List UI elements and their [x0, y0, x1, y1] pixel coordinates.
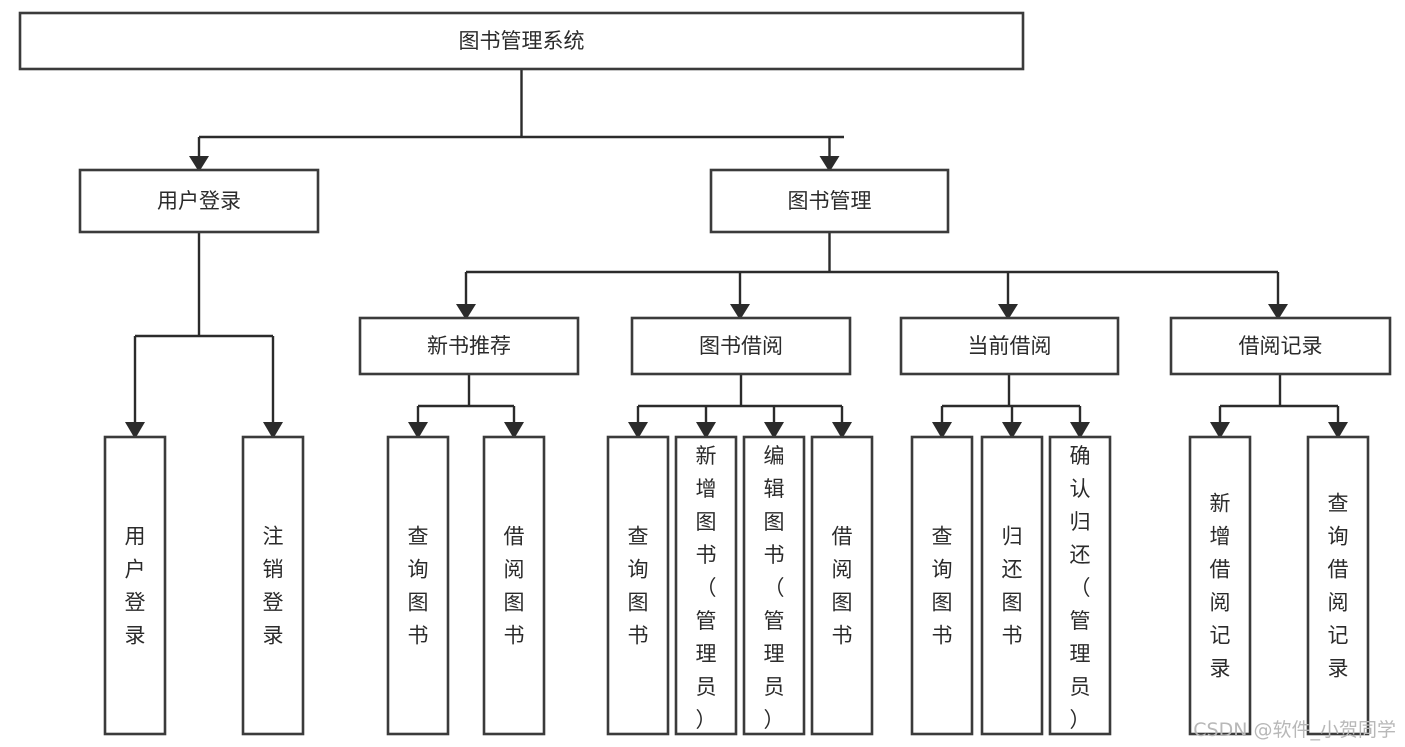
node-leaf-query-record[interactable]: 查询借阅记录: [1306, 435, 1370, 736]
node-box-leaf-add-book[interactable]: [674, 435, 738, 736]
node-label-new-book-recommend: 新书推荐: [427, 334, 511, 358]
node-book-manage[interactable]: 图书管理: [709, 168, 950, 234]
node-label-user-login: 用户登录: [157, 189, 241, 213]
arrow-leaf-borrow-book-1: [504, 422, 524, 439]
node-box-leaf-query-record[interactable]: [1306, 435, 1370, 736]
node-label-leaf-add-book: 新增图书（管理员）: [696, 444, 717, 732]
node-leaf-add-book[interactable]: 新增图书（管理员）: [674, 435, 738, 736]
node-box-leaf-borrow-book-1[interactable]: [482, 435, 546, 736]
arrow-leaf-edit-book: [764, 422, 784, 439]
arrow-leaf-confirm-return: [1070, 422, 1090, 439]
node-box-leaf-confirm-return[interactable]: [1048, 435, 1112, 736]
arrow-to-user-login: [189, 156, 209, 172]
node-box-leaf-query-book-3[interactable]: [910, 435, 974, 736]
node-leaf-edit-book[interactable]: 编辑图书（管理员）: [742, 435, 806, 736]
arrow-leaf-user-login: [125, 422, 145, 439]
node-box-new-book-recommend[interactable]: [358, 316, 580, 376]
node-box-leaf-user-login[interactable]: [103, 435, 167, 736]
node-leaf-query-book-1[interactable]: 查询图书: [386, 435, 450, 736]
csdn-watermark: CSDN @软件_小贺同学: [1193, 719, 1396, 741]
node-box-root[interactable]: [18, 11, 1025, 71]
arrow-leaf-logout: [263, 422, 283, 439]
node-leaf-logout[interactable]: 注销登录: [241, 435, 305, 736]
node-leaf-add-record[interactable]: 新增借阅记录: [1188, 435, 1252, 736]
node-label-leaf-add-record: 新增借阅记录: [1210, 492, 1231, 681]
node-box-borrow-record[interactable]: [1169, 316, 1392, 376]
node-label-leaf-logout: 注销登录: [263, 525, 284, 648]
arrow-leaf-query-book-1: [408, 422, 428, 439]
node-box-leaf-query-book-2[interactable]: [606, 435, 670, 736]
node-label-leaf-return-book: 归还图书: [1002, 525, 1023, 648]
node-label-root: 图书管理系统: [459, 29, 585, 53]
node-box-leaf-logout[interactable]: [241, 435, 305, 736]
node-user-login[interactable]: 用户登录: [78, 168, 320, 234]
node-box-leaf-add-record[interactable]: [1188, 435, 1252, 736]
node-current-borrow[interactable]: 当前借阅: [899, 316, 1120, 376]
node-borrow-record[interactable]: 借阅记录: [1169, 316, 1392, 376]
node-label-leaf-confirm-return: 确认归还（管理员）: [1070, 444, 1091, 732]
node-label-leaf-query-book-3: 查询图书: [932, 525, 953, 648]
node-label-book-borrow: 图书借阅: [699, 334, 783, 358]
node-box-book-borrow[interactable]: [630, 316, 852, 376]
node-leaf-borrow-book-1[interactable]: 借阅图书: [482, 435, 546, 736]
node-book-borrow[interactable]: 图书借阅: [630, 316, 852, 376]
arrow-leaf-add-book: [696, 422, 716, 439]
node-label-leaf-borrow-book-1: 借阅图书: [504, 525, 525, 648]
arrow-to-book-borrow: [730, 304, 750, 320]
node-box-leaf-return-book[interactable]: [980, 435, 1044, 736]
node-leaf-query-book-2[interactable]: 查询图书: [606, 435, 670, 736]
arrow-to-current-borrow: [998, 304, 1018, 320]
node-label-current-borrow: 当前借阅: [968, 334, 1052, 358]
node-box-leaf-query-book-1[interactable]: [386, 435, 450, 736]
node-box-user-login[interactable]: [78, 168, 320, 234]
node-leaf-confirm-return[interactable]: 确认归还（管理员）: [1048, 435, 1112, 736]
node-label-leaf-edit-book: 编辑图书（管理员）: [764, 444, 785, 732]
node-label-leaf-borrow-book-2: 借阅图书: [832, 525, 853, 648]
arrow-leaf-query-book-2: [628, 422, 648, 439]
node-label-leaf-query-record: 查询借阅记录: [1328, 492, 1349, 681]
node-box-current-borrow[interactable]: [899, 316, 1120, 376]
node-layer: 图书管理系统用户登录图书管理新书推荐图书借阅当前借阅借阅记录用户登录注销登录查询…: [18, 11, 1392, 736]
node-leaf-return-book[interactable]: 归还图书: [980, 435, 1044, 736]
arrow-to-borrow-record: [1268, 304, 1288, 320]
node-label-leaf-user-login: 用户登录: [125, 525, 146, 648]
node-label-borrow-record: 借阅记录: [1239, 334, 1323, 358]
node-box-book-manage[interactable]: [709, 168, 950, 234]
arrow-to-new-book-recommend: [456, 304, 476, 320]
node-label-leaf-query-book-2: 查询图书: [628, 525, 649, 648]
node-label-book-manage: 图书管理: [788, 189, 872, 213]
arrow-leaf-return-book: [1002, 422, 1022, 439]
node-box-leaf-borrow-book-2[interactable]: [810, 435, 874, 736]
arrow-to-book-manage: [819, 156, 840, 172]
node-box-leaf-edit-book[interactable]: [742, 435, 806, 736]
node-leaf-query-book-3[interactable]: 查询图书: [910, 435, 974, 736]
node-leaf-user-login[interactable]: 用户登录: [103, 435, 167, 736]
node-leaf-borrow-book-2[interactable]: 借阅图书: [810, 435, 874, 736]
node-new-book-recommend[interactable]: 新书推荐: [358, 316, 580, 376]
arrow-leaf-borrow-book-2: [832, 422, 852, 439]
node-root[interactable]: 图书管理系统: [18, 11, 1025, 71]
node-label-leaf-query-book-1: 查询图书: [408, 525, 429, 648]
connector-layer: [125, 69, 1348, 439]
arrow-leaf-query-book-3: [932, 422, 952, 439]
arrow-leaf-query-record: [1328, 422, 1348, 439]
arrow-leaf-add-record: [1210, 422, 1230, 439]
